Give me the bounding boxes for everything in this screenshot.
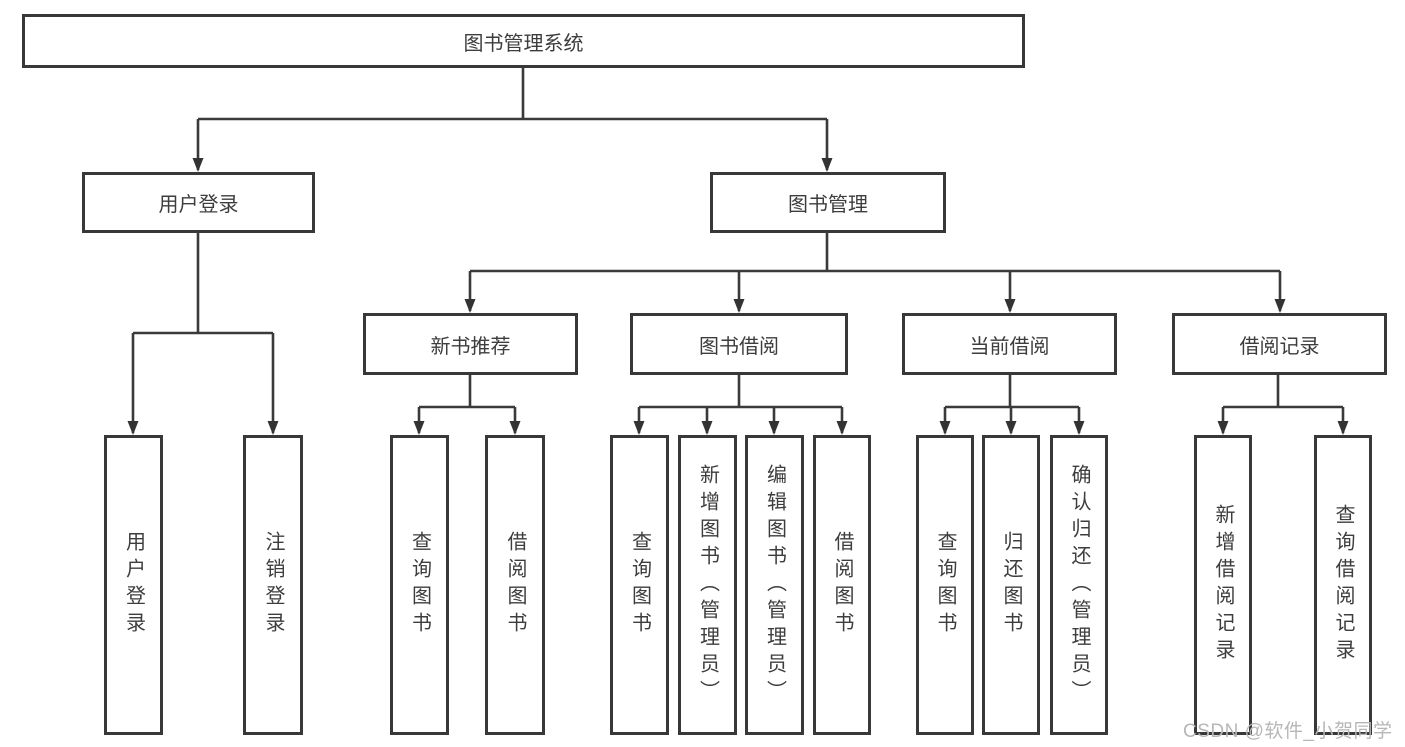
leaf-query-books-recommend: 查询图书 [390, 435, 449, 735]
node-new-book-recommend: 新书推荐 [363, 313, 578, 375]
leaf-query-books-borrowing: 查询图书 [610, 435, 669, 735]
csdn-watermark: CSDN @软件_小贺同学 [1183, 721, 1393, 742]
node-book-borrowing: 图书借阅 [630, 313, 848, 375]
leaf-user-login: 用户登录 [104, 435, 163, 735]
node-borrowing-records: 借阅记录 [1172, 313, 1387, 375]
leaf-query-borrow-record: 查询借阅记录 [1314, 435, 1372, 735]
leaf-add-borrow-record: 新增借阅记录 [1194, 435, 1252, 735]
node-book-management: 图书管理 [710, 172, 946, 233]
leaf-logout: 注销登录 [243, 435, 303, 735]
leaf-borrow-books-borrowing: 借阅图书 [813, 435, 871, 735]
node-user-login: 用户登录 [82, 172, 315, 233]
leaf-confirm-return-admin: 确认归还（管理员） [1050, 435, 1108, 735]
leaf-edit-book-admin: 编辑图书（管理员） [745, 435, 804, 735]
leaf-borrow-books-recommend: 借阅图书 [485, 435, 545, 735]
leaf-return-book: 归还图书 [982, 435, 1040, 735]
leaf-query-books-current: 查询图书 [916, 435, 974, 735]
leaf-add-book-admin: 新增图书（管理员） [678, 435, 737, 735]
node-library-system: 图书管理系统 [22, 14, 1025, 68]
node-current-borrowing: 当前借阅 [902, 313, 1117, 375]
